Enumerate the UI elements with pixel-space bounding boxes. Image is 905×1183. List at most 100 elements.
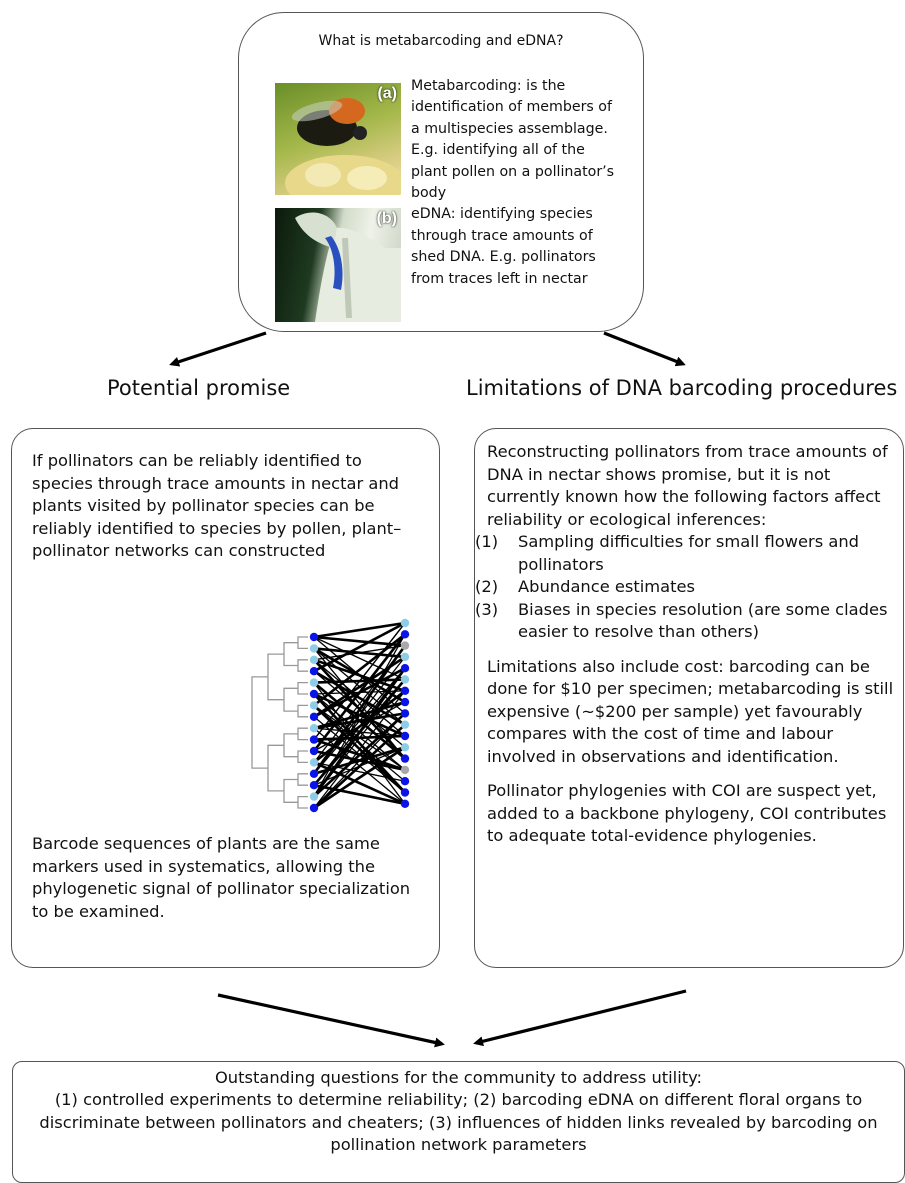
network-link <box>313 690 406 809</box>
network-link <box>312 644 407 775</box>
tree-branch <box>297 636 308 650</box>
pollinator-node <box>400 697 410 707</box>
cost-limitations: Limitations also include cost: barcoding… <box>487 656 894 766</box>
promise-outro-text: Barcode sequences of plants are the same… <box>32 834 411 921</box>
pollinator-node <box>400 788 410 797</box>
network-link <box>313 644 406 661</box>
pollinator-node <box>400 777 410 786</box>
network-link <box>313 635 406 647</box>
plant-node <box>309 792 319 801</box>
photo-b-label: (b) <box>376 210 397 227</box>
plant-node <box>309 689 319 699</box>
plant-node <box>309 678 319 687</box>
arrow-to-promise <box>169 331 267 367</box>
plant-node <box>309 712 319 721</box>
pollinator-node <box>400 709 410 718</box>
pollinator-node <box>400 630 410 639</box>
plant-node <box>309 644 319 653</box>
arrow-to-limitations <box>603 331 686 367</box>
network-link <box>313 679 406 797</box>
network-link <box>313 621 406 673</box>
tree-branch <box>297 795 308 809</box>
nectar-sampling-photo: (b) <box>275 208 401 322</box>
network-link <box>313 746 406 810</box>
plant-node <box>309 735 319 744</box>
network-link <box>313 633 406 797</box>
list-number: (2) <box>475 577 499 596</box>
bee-icon <box>285 98 401 195</box>
tree-branch <box>267 744 284 792</box>
plant-node <box>309 781 319 790</box>
plant-node <box>309 769 319 778</box>
network-link <box>313 704 406 782</box>
photo-a-label: (a) <box>377 85 397 102</box>
list-item: (1) Sampling difficulties for small flowe… <box>475 531 899 576</box>
tanglegram-figure <box>251 618 410 813</box>
outstanding-questions-text: Outstanding questions for the community … <box>12 1067 905 1156</box>
plant-node <box>309 746 319 756</box>
plant-node <box>309 758 319 767</box>
arrow-limitations-to-questions <box>473 989 687 1047</box>
tree-branch <box>283 642 298 667</box>
pollinator-node <box>400 675 410 684</box>
network-link <box>313 621 406 639</box>
network-link <box>313 667 406 775</box>
plant-node <box>309 632 319 642</box>
tree-branch <box>267 653 284 701</box>
list-text: Sampling difficulties for small flowers … <box>518 532 859 574</box>
list-number: (1) <box>475 532 499 551</box>
arrow-promise-to-questions <box>217 993 445 1048</box>
pollinator-node <box>400 641 410 650</box>
list-text: Abundance estimates <box>518 577 696 596</box>
definition-text: Metabarcoding: is the identification of … <box>411 76 619 290</box>
limitations-heading: Limitations of DNA barcoding procedures <box>466 376 898 400</box>
pollinator-node <box>400 664 410 673</box>
promise-intro-text: If pollinators can be reliably identifie… <box>32 451 402 560</box>
network-links <box>312 621 407 810</box>
tree-branch <box>283 733 298 758</box>
pollinator-node <box>400 652 410 662</box>
bee-on-flower-photo: (a) <box>275 83 401 195</box>
tree-branch <box>297 659 308 672</box>
pollinator-node <box>400 618 410 628</box>
phylogeny-limitations: Pollinator phylogenies with COI are susp… <box>487 781 887 845</box>
pollinator-node <box>400 765 410 775</box>
plant-node <box>309 724 319 733</box>
network-link <box>313 633 406 707</box>
plant-node <box>309 655 319 664</box>
plant-node <box>309 701 319 710</box>
limitations-intro: Reconstructing pollinators from trace am… <box>487 442 888 529</box>
plant-node <box>309 803 319 813</box>
tree-branch <box>283 687 298 712</box>
pollinator-node <box>400 754 410 763</box>
pollinator-node <box>400 686 410 695</box>
edna-definition: eDNA: identifying species through trace … <box>411 206 596 287</box>
gloved-hand-icon <box>295 212 401 322</box>
network-link <box>312 667 407 798</box>
metabarcoding-definition: Metabarcoding: is the identification of … <box>411 78 615 202</box>
list-item: (3)Biases in species resolution (are som… <box>475 599 899 644</box>
tree-branch <box>297 773 308 786</box>
network-nodes <box>309 618 410 813</box>
network-link <box>313 633 406 752</box>
plant-node <box>309 667 319 676</box>
limitations-text: Reconstructing pollinators from trace am… <box>475 441 899 848</box>
pollinator-node <box>400 743 410 752</box>
outstanding-questions-box <box>12 1061 905 1183</box>
network-link <box>313 712 406 809</box>
promise-heading: Potential promise <box>107 376 291 400</box>
outstanding-questions-title: Outstanding questions for the community … <box>214 1068 703 1087</box>
network-link <box>313 622 406 740</box>
network-link <box>313 712 406 798</box>
phylogeny-tree <box>251 636 308 809</box>
pollinator-node <box>400 799 410 808</box>
list-item: (2) Abundance estimates <box>475 576 899 599</box>
tree-branch <box>297 681 308 695</box>
list-text: Biases in species resolution (are some c… <box>518 599 888 642</box>
limitations-list: (1) Sampling difficulties for small flowe… <box>475 531 899 644</box>
tree-branch <box>283 778 298 803</box>
definition-title: What is metabarcoding and eDNA? <box>318 33 564 49</box>
tree-branch <box>297 750 308 764</box>
pollinator-node <box>400 720 410 729</box>
